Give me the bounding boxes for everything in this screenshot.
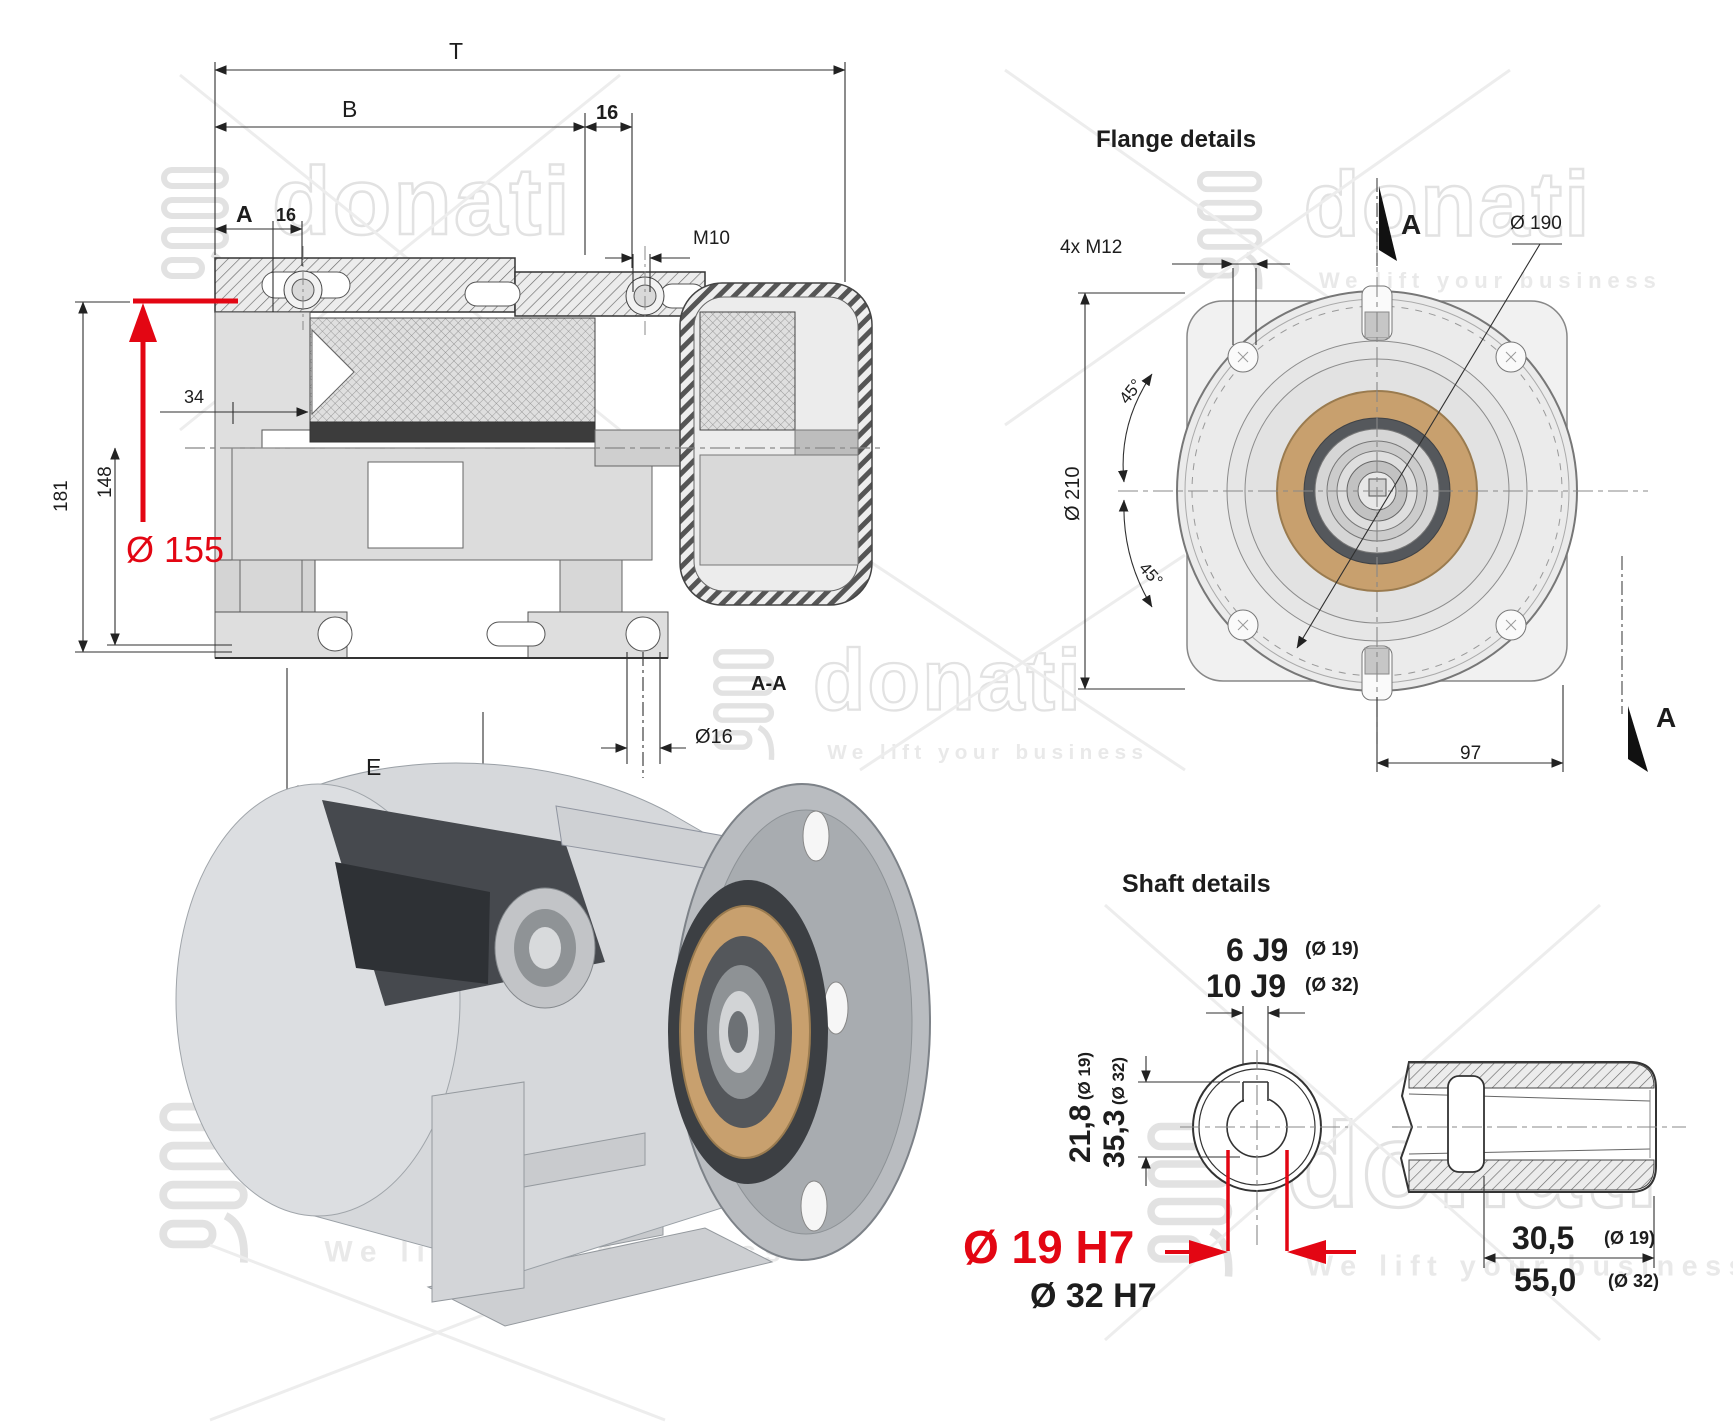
drum-diameter-callout <box>129 298 238 522</box>
dim-label-34: 34 <box>184 387 205 407</box>
key-length-d19: 30,5 <box>1512 1220 1575 1256</box>
key-length-d32-ref: (Ø 32) <box>1608 1271 1660 1291</box>
key-width-d19-ref: (Ø 19) <box>1305 939 1359 960</box>
watermark: donati We lift your business <box>712 636 1216 785</box>
dim-label-181: 181 <box>51 480 72 512</box>
dim-label-16-top: 16 <box>596 102 619 124</box>
drum-diameter-label: Ø 155 <box>126 529 225 570</box>
bore-diameter-callout <box>1165 1150 1356 1264</box>
watermark-brand: donati <box>1302 152 1592 256</box>
bore-d19-label: Ø 19 H7 <box>963 1221 1135 1273</box>
flange-dia-label: Ø 210 <box>1062 466 1084 521</box>
render-3d <box>175 762 931 1327</box>
key-width-d32: 10 J9 <box>1206 968 1287 1004</box>
donati-logo-icon <box>712 649 775 760</box>
section-view <box>75 62 885 800</box>
section-label-AA: A-A <box>751 673 787 695</box>
section-marker-A-top: A <box>1401 209 1422 240</box>
key-width-d32-ref: (Ø 32) <box>1305 975 1359 996</box>
keyway-side <box>1447 1075 1485 1173</box>
key-width-d19: 6 J9 <box>1226 932 1289 968</box>
key-depth-d32: 35,3 (Ø 32) <box>1098 1056 1131 1168</box>
dim-label-E: E <box>366 754 382 780</box>
section-markers <box>1376 178 1648 772</box>
dim-label-B: B <box>342 96 358 122</box>
shaft-title: Shaft details <box>1122 870 1271 898</box>
foot-hole-diameter-label: Ø16 <box>695 726 733 748</box>
bolt-spec-label: 4x M12 <box>1060 237 1123 258</box>
key-depth-d32-value: 35,3 <box>1098 1109 1131 1168</box>
bore-d32-label: Ø 32 H7 <box>1030 1277 1157 1315</box>
shaft-view <box>1138 1006 1686 1268</box>
watermark-brand: donati <box>812 632 1083 729</box>
section-dimensions <box>75 62 846 800</box>
flange-title: Flange details <box>1096 126 1257 153</box>
key-depth-d19: 21,8 (Ø 19) <box>1064 1051 1097 1163</box>
section-marker-A-bottom: A <box>1656 702 1677 733</box>
key-depth-d19-ref: (Ø 19) <box>1075 1051 1094 1101</box>
dim-label-16-a: 16 <box>276 205 297 225</box>
flange-dimensions <box>1078 243 1564 772</box>
watermark: donati We lift your business <box>1196 157 1733 316</box>
key-length-d32: 55,0 <box>1514 1262 1577 1298</box>
dim-label-T: T <box>449 38 464 64</box>
key-depth-d19-value: 21,8 <box>1064 1104 1097 1163</box>
dim-label-A: A <box>236 201 253 227</box>
dim-label-97: 97 <box>1460 743 1482 764</box>
dim-label-148: 148 <box>95 466 116 498</box>
watermark-tagline: We lift your business <box>827 740 1149 764</box>
bolt-circle-dia-label: Ø 190 <box>1510 213 1562 234</box>
flange-view <box>1078 178 1648 772</box>
key-length-d19-ref: (Ø 19) <box>1604 1228 1656 1248</box>
donati-logo-icon <box>1147 1122 1233 1277</box>
rotor-drum <box>309 317 596 423</box>
thread-label-M10: M10 <box>693 228 730 249</box>
key-depth-d32-ref: (Ø 32) <box>1109 1056 1128 1106</box>
stator-winding <box>699 311 796 431</box>
